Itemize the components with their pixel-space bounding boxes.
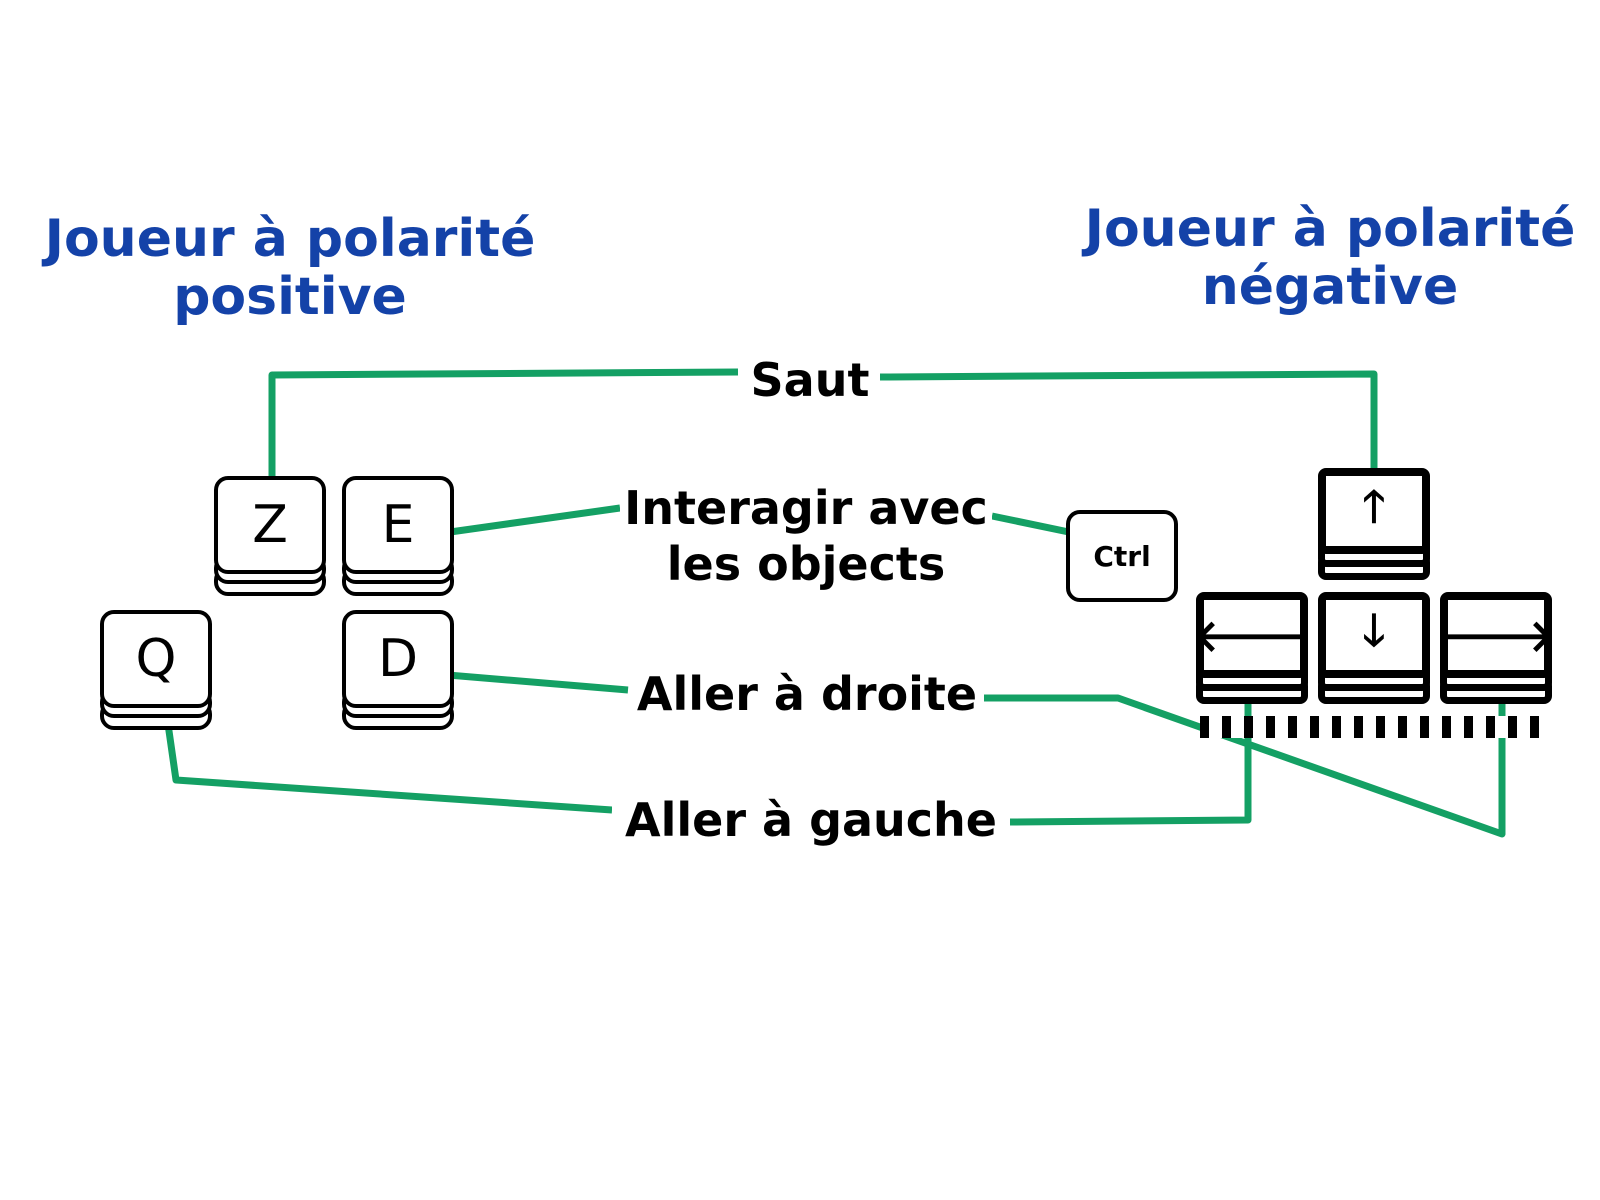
action-interact-line-2: les objects [666,537,946,591]
key-arrow-right: 🡒 [1437,592,1555,704]
key-e-cap: E [342,476,454,574]
arrow-up-icon: 🡑 [1318,468,1430,554]
key-d: D [342,610,454,730]
key-e: E [342,476,454,596]
action-left-label: Aller à gauche [612,792,1010,848]
key-arrow-up: 🡑 [1318,468,1430,580]
positive-title-line-2: positive [173,267,407,327]
action-interact-label: Interagir avec les objects [620,480,992,592]
arrow-left-icon: 🡐 [1193,592,1311,678]
action-right-label: Aller à droite [630,666,984,722]
key-ctrl: Ctrl [1066,510,1178,602]
action-interact-line-1: Interagir avec [624,481,988,535]
key-z: Z [214,476,326,596]
key-q-cap: Q [100,610,212,708]
key-d-cap: D [342,610,454,708]
interact-connector-left [435,504,621,538]
right-connector-left [435,670,629,694]
arrow-down-icon: 🡓 [1318,592,1430,678]
arrow-right-icon: 🡒 [1437,592,1555,678]
negative-player-title: Joueur à polarité négative [1070,200,1590,316]
key-arrow-left: 🡐 [1193,592,1311,704]
positive-title-line-1: Joueur à polarité [44,209,536,269]
jump-connector-right [879,370,1378,478]
right-connector-right [984,666,1506,838]
key-z-cap: Z [214,476,326,574]
negative-title-line-2: négative [1201,257,1459,317]
key-ctrl-cap: Ctrl [1066,510,1178,602]
key-arrow-down: 🡓 [1318,592,1430,704]
action-jump-label: Saut [740,352,880,408]
keyboard-edge-stripe [1200,716,1552,738]
key-q: Q [100,610,212,730]
negative-title-line-1: Joueur à polarité [1084,199,1576,259]
positive-player-title: Joueur à polarité positive [30,210,550,326]
jump-connector-left [268,368,739,490]
